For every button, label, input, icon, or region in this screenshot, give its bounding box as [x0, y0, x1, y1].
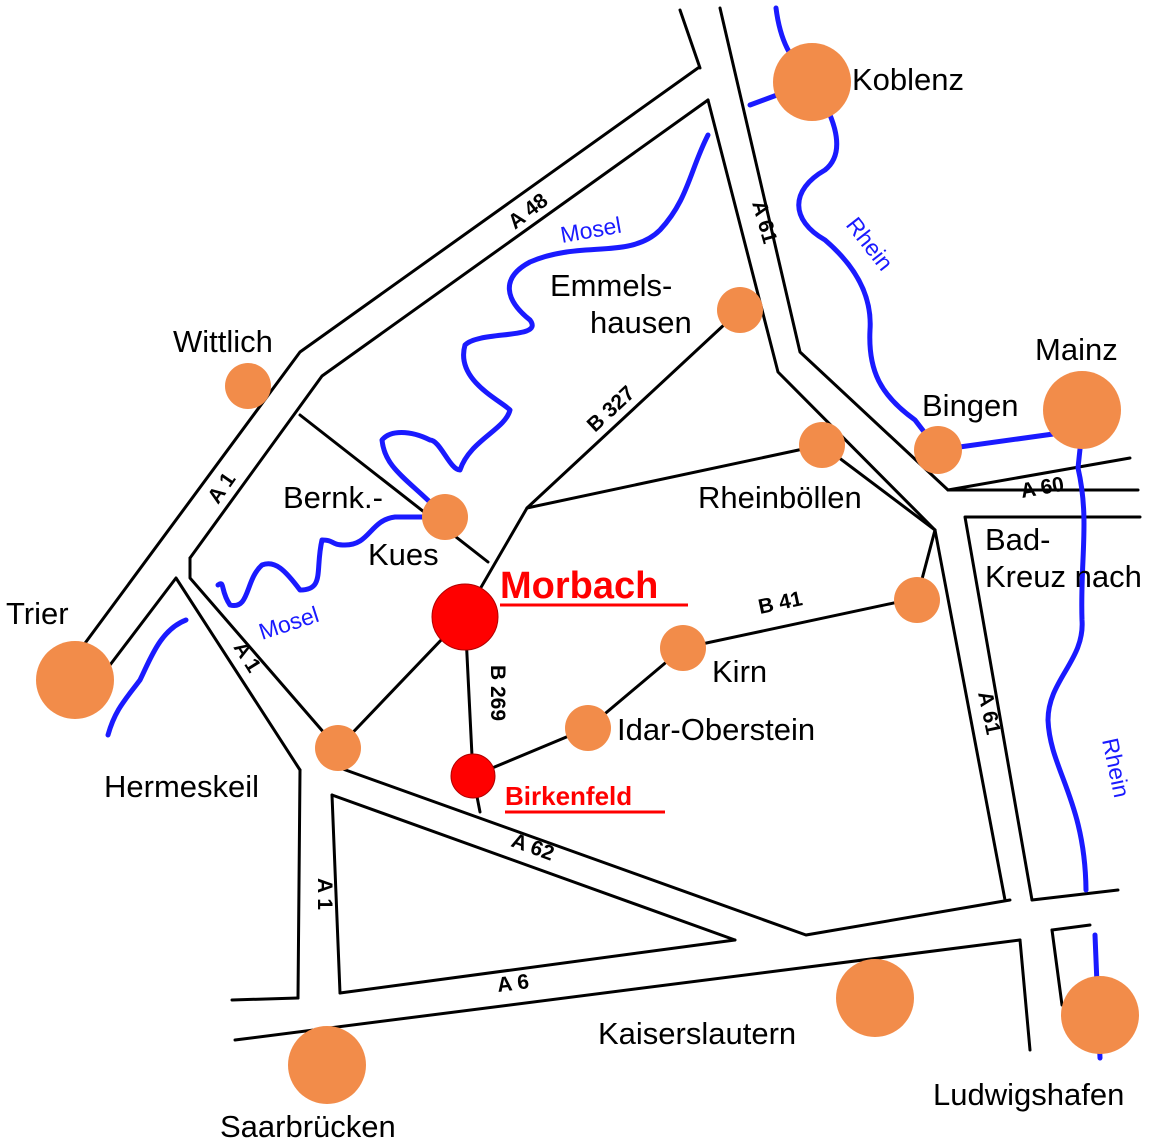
- label-road-a1-mid: A 1: [229, 637, 266, 677]
- label-bad-kreuznach-1: Bad-: [985, 522, 1050, 557]
- road-a6-upper-edge: [230, 996, 300, 1002]
- label-rheinboellen: Rheinböllen: [698, 480, 862, 515]
- city-dot-trier: [36, 641, 114, 719]
- road-a61-right: [718, 6, 1140, 492]
- river-mosel-upper: [379, 132, 711, 520]
- road-a48-a1-inner: [188, 98, 710, 560]
- label-kaiserslautern: Kaiserslautern: [598, 1016, 796, 1051]
- label-idar-oberstein: Idar-Oberstein: [617, 712, 815, 747]
- road-a1-south-left: [296, 768, 302, 1000]
- city-dot-koblenz: [773, 43, 851, 121]
- city-dot-bernkastel: [422, 494, 468, 540]
- label-wittlich: Wittlich: [173, 324, 273, 359]
- hub-labels: Morbach Birkenfeld: [500, 565, 688, 814]
- city-dot-kirn: [660, 625, 706, 671]
- road-a6-lower: [233, 938, 1022, 1042]
- road-a6-top: [338, 938, 737, 995]
- road-a6-east: [1030, 888, 1120, 902]
- city-dot-idar-oberstein: [565, 705, 611, 751]
- road-a61-right-lower: [963, 515, 1142, 902]
- label-road-b41: B 41: [756, 587, 804, 619]
- hub-dot-birkenfeld: [450, 753, 496, 799]
- label-bad-kreuznach-2: Kreuz nach: [985, 559, 1142, 594]
- label-bingen: Bingen: [922, 388, 1019, 423]
- cities: [36, 43, 1139, 1104]
- label-road-a61-bottom: A 61: [973, 689, 1005, 737]
- city-dot-wittlich: [225, 363, 271, 409]
- road-a62-inner: [330, 793, 737, 942]
- label-birkenfeld: Birkenfeld: [505, 781, 632, 811]
- city-dot-rheinboellen: [799, 422, 845, 468]
- city-dot-mainz: [1043, 371, 1121, 449]
- river-rhein-south: [1045, 465, 1089, 893]
- road-a6-east-sides: [1018, 928, 1064, 1052]
- label-bernkastel-2: Kues: [368, 537, 439, 572]
- road-a62-top: [338, 766, 1012, 937]
- city-dot-saarbruecken: [288, 1026, 366, 1104]
- label-emmelshausen-2: hausen: [590, 305, 692, 340]
- label-road-a61-top: A 61: [747, 198, 781, 247]
- road-bernkastel-link: [298, 413, 490, 564]
- city-dot-kaiserslautern: [836, 959, 914, 1037]
- road-a1-lower-right: [188, 556, 334, 744]
- city-dot-emmelshausen: [717, 287, 763, 333]
- road-a61-left-lower: [706, 98, 1007, 902]
- river-mosel-trier: [105, 617, 189, 738]
- label-koblenz: Koblenz: [852, 62, 964, 97]
- road-a60-top: [946, 456, 1132, 492]
- road-a1-lower-left: [108, 576, 302, 772]
- road-rheinboellen-link: [525, 443, 824, 510]
- label-mainz: Mainz: [1035, 332, 1118, 367]
- label-road-a6: A 6: [496, 970, 530, 997]
- rivers: [105, 5, 1103, 1061]
- city-dot-bad-kreuznach: [894, 577, 940, 623]
- label-road-a1-bottom: A 1: [313, 878, 336, 910]
- city-dot-hermeskeil: [315, 725, 361, 771]
- road-a1-south-right: [330, 793, 342, 995]
- roads: [78, 6, 1142, 1052]
- road-a61-left: [678, 8, 702, 70]
- label-bernkastel-1: Bernk.-: [283, 480, 383, 515]
- label-ludwigshafen: Ludwigshafen: [933, 1077, 1124, 1112]
- city-labels: Koblenz Mainz Bingen Wittlich Emmels- ha…: [6, 62, 1142, 1144]
- label-river-mosel-bottom: Mosel: [256, 601, 322, 645]
- label-road-b269: B 269: [486, 665, 509, 721]
- road-a48-a1-outer: [78, 66, 700, 652]
- label-morbach: Morbach: [500, 565, 658, 607]
- label-emmelshausen-1: Emmels-: [550, 268, 672, 303]
- label-saarbruecken: Saarbrücken: [220, 1109, 396, 1144]
- river-mosel-lower: [215, 514, 448, 608]
- hub-dot-morbach: [431, 583, 499, 651]
- label-hermeskeil: Hermeskeil: [104, 769, 259, 804]
- label-trier: Trier: [6, 596, 69, 631]
- label-kirn: Kirn: [712, 654, 767, 689]
- label-river-mosel-top: Mosel: [558, 212, 623, 248]
- road-rheinboellen-east: [820, 443, 937, 532]
- label-river-rhein-bottom: Rhein: [1097, 736, 1135, 800]
- city-dot-bingen: [914, 426, 962, 474]
- city-dot-ludwigshafen: [1061, 976, 1139, 1054]
- road-a6-east-lower: [1050, 923, 1092, 932]
